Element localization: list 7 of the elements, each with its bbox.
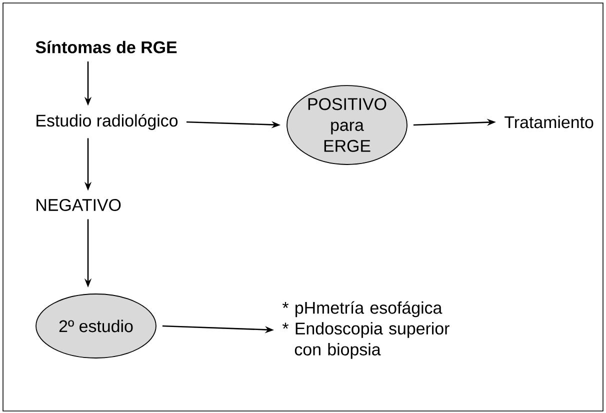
ellipse-node: POSITIVO para ERGE bbox=[286, 85, 408, 165]
label-text: Estudio radiológico bbox=[36, 114, 178, 130]
label-text: NEGATIVO bbox=[36, 199, 121, 211]
label-text: Tratamiento bbox=[504, 116, 594, 128]
bullet-list: * pHmetría esofágica * Endoscopia superior con biopsia bbox=[282, 301, 450, 359]
ellipse-node: 2º estudio bbox=[36, 294, 156, 358]
label-text: Síntomas de RGE bbox=[36, 40, 177, 54]
